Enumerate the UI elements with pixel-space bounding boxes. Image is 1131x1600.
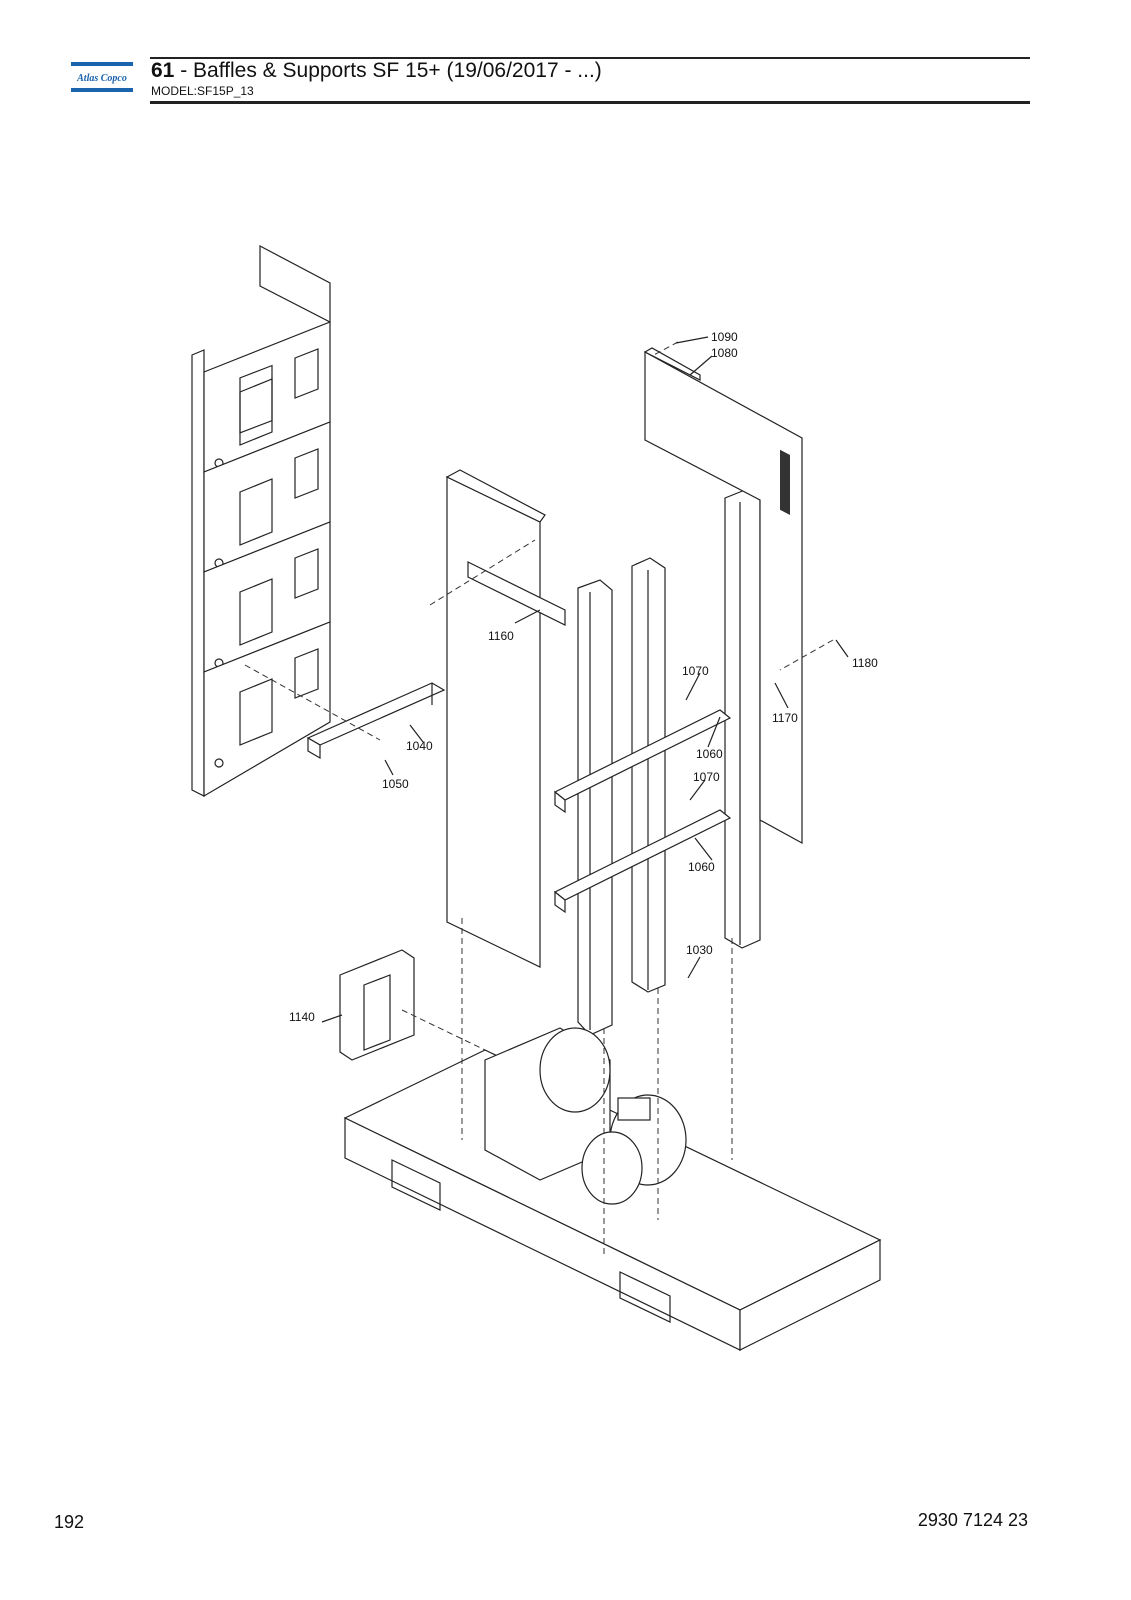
header-rule-bottom — [150, 101, 1030, 104]
callout-1060-upper: 1060 — [696, 747, 723, 761]
vertical-post-left — [577, 579, 613, 1036]
callout-1170: 1170 — [772, 711, 798, 725]
left-baffle-panel — [191, 245, 331, 798]
callout-1040: 1040 — [406, 739, 433, 753]
logo-text: Atlas Copco — [76, 73, 127, 84]
callout-1030: 1030 — [686, 943, 713, 957]
cross-member-lower — [553, 809, 732, 914]
model-label: MODEL:SF15P_13 — [151, 84, 254, 98]
bracket-1040 — [306, 682, 446, 760]
callout-1050: 1050 — [382, 777, 409, 791]
center-panel — [445, 469, 566, 968]
callout-1070-upper: 1070 — [682, 664, 709, 678]
callout-1180: 1180 — [852, 656, 878, 670]
title-text: - Baffles & Supports SF 15+ (19/06/2017 … — [174, 59, 602, 82]
box-1140 — [339, 949, 415, 1061]
callout-1070-lower: 1070 — [693, 770, 720, 784]
title-number: 61 — [151, 59, 175, 82]
motor-assembly — [484, 1027, 687, 1205]
atlas-copco-logo: Atlas Copco — [71, 62, 133, 92]
header-rule-top — [150, 57, 1030, 59]
callout-1080: 1080 — [711, 346, 738, 360]
callout-1060-lower: 1060 — [688, 860, 715, 874]
page-number: 192 — [54, 1512, 85, 1532]
vertical-post-right — [724, 489, 761, 949]
cross-member-upper — [553, 709, 732, 814]
callout-1160: 1160 — [488, 629, 514, 643]
leader-lines — [321, 336, 849, 1023]
callout-1140: 1140 — [289, 1010, 315, 1024]
callout-1090: 1090 — [711, 330, 738, 344]
right-panel — [643, 347, 803, 845]
document-number: 2930 7124 23 — [917, 1510, 1028, 1530]
page-title: 61 - Baffles & Supports SF 15+ (19/06/20… — [151, 59, 602, 83]
vertical-post-center — [631, 557, 666, 993]
